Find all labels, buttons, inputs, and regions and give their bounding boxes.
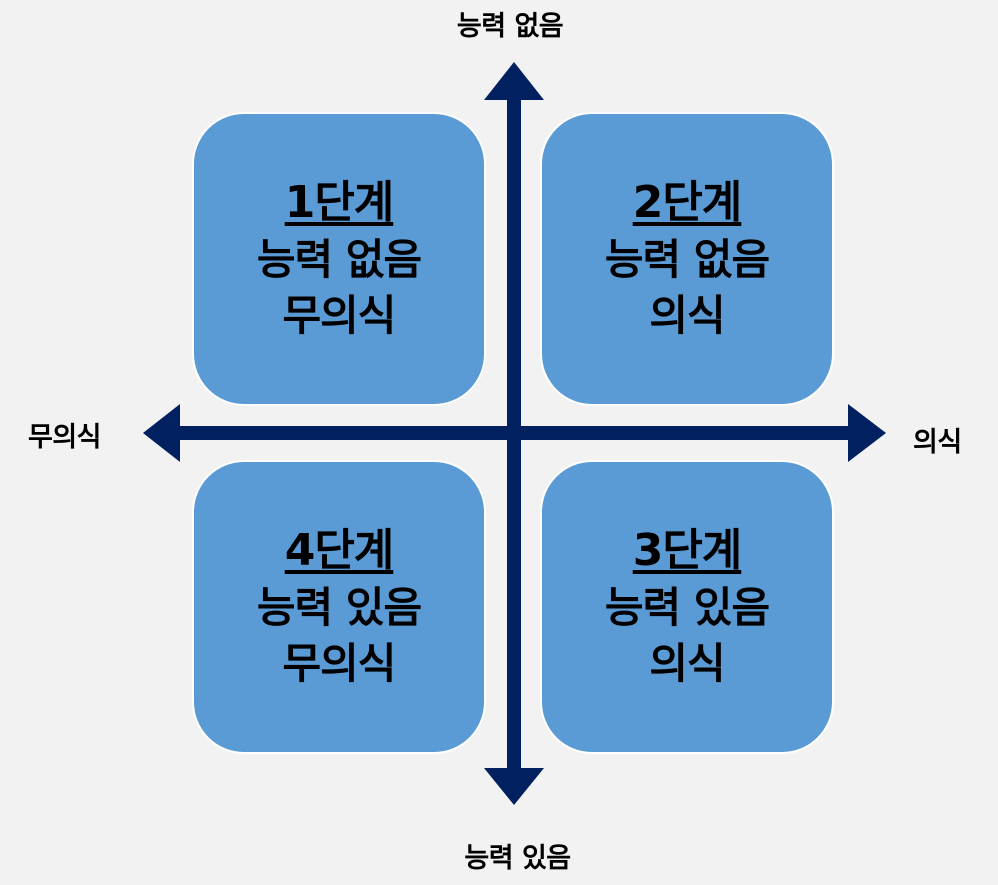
quadrant-stage-3: 3단계 능력 있음 의식	[540, 460, 834, 754]
quadrant-line-ability: 능력 없음	[256, 235, 422, 284]
down-arrowhead-icon	[484, 768, 544, 805]
quadrant-line-ability: 능력 없음	[604, 235, 770, 284]
quadrant-title: 4단계	[284, 525, 395, 576]
quadrant-line-ability: 능력 있음	[604, 583, 770, 632]
quadrant-line-awareness: 의식	[649, 291, 725, 340]
quadrant-stage-2: 2단계 능력 없음 의식	[540, 112, 834, 406]
axis-label-top: 능력 없음	[456, 11, 564, 42]
axis-label-right: 의식	[913, 427, 962, 458]
axis-label-left: 무의식	[28, 422, 102, 453]
axis-label-bottom: 능력 있음	[464, 843, 571, 874]
right-arrowhead-icon	[848, 404, 886, 462]
quadrant-title: 1단계	[284, 177, 395, 228]
quadrant-stage-1: 1단계 능력 없음 무의식	[192, 112, 486, 406]
up-arrowhead-icon	[484, 62, 544, 100]
left-arrowhead-icon	[143, 404, 180, 462]
quadrant-line-awareness: 무의식	[282, 639, 397, 688]
quadrant-line-awareness: 의식	[649, 639, 725, 688]
quadrant-line-awareness: 무의식	[282, 291, 397, 340]
vertical-axis-shaft	[507, 98, 521, 770]
quadrant-stage-4: 4단계 능력 있음 무의식	[192, 460, 486, 754]
quadrant-title: 2단계	[632, 177, 743, 228]
quadrant-title: 3단계	[632, 525, 743, 576]
quadrant-line-ability: 능력 있음	[256, 583, 422, 632]
